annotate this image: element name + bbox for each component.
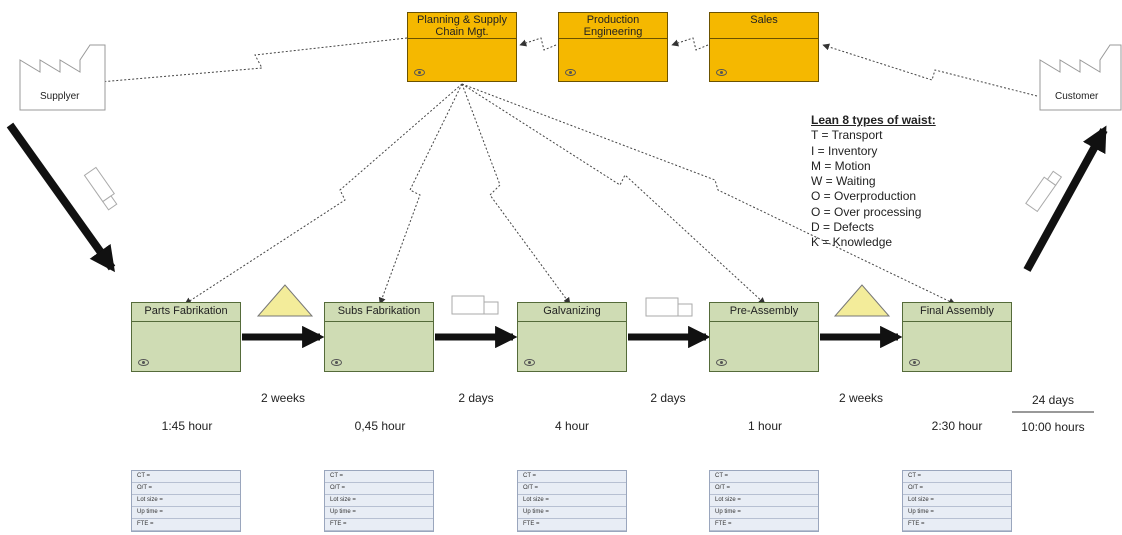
data-box-row: FTE =: [518, 519, 626, 531]
department-production-label: Production Engineering: [559, 13, 667, 39]
schedule-to-final: [461, 83, 956, 305]
data-box-row: FTE =: [710, 519, 818, 531]
process-galvanizing: Galvanizing: [517, 302, 627, 372]
data-box: CT = O/T = Lot size = Up time = FTE =: [131, 470, 241, 532]
legend-item: I = Inventory: [811, 143, 878, 158]
process-time: 4 hour: [554, 419, 590, 433]
department-production: Production Engineering: [558, 12, 668, 82]
truck-icon-1: [451, 295, 499, 315]
schedule-to-subs: [378, 83, 463, 305]
process-time: 0,45 hour: [354, 419, 406, 433]
wait-time: 2 weeks: [260, 391, 306, 405]
shipment-arrow-customer: [1023, 125, 1108, 272]
total-process-time: 10:00 hours: [1021, 420, 1085, 434]
department-planning: Planning & Supply Chain Mgt.: [407, 12, 517, 82]
eye-icon: [716, 359, 727, 366]
inventory-triangle-1: [256, 284, 314, 317]
process-time: 1 hour: [747, 419, 783, 433]
legend-item: M = Motion: [811, 158, 871, 173]
legend-item: W = Waiting: [811, 174, 876, 189]
data-box-row: Lot size =: [132, 495, 240, 507]
data-box-row: CT =: [325, 471, 433, 483]
schedule-to-galvanizing: [461, 83, 571, 305]
legend-item: T = Transport: [811, 128, 883, 143]
data-box-row: CT =: [903, 471, 1011, 483]
data-box-row: Lot size =: [518, 495, 626, 507]
process-time: 2:30 hour: [931, 419, 983, 433]
wait-time: 2 days: [458, 391, 494, 405]
process-final-assembly: Final Assembly: [902, 302, 1012, 372]
data-box-row: FTE =: [132, 519, 240, 531]
process-label: Parts Fabrikation: [132, 303, 240, 322]
data-box: CT = O/T = Lot size = Up time = FTE =: [902, 470, 1012, 532]
info-flow-customer-to-sales: [822, 43, 1038, 97]
data-box-row: O/T =: [132, 483, 240, 495]
data-box: CT = O/T = Lot size = Up time = FTE =: [324, 470, 434, 532]
data-box: CT = O/T = Lot size = Up time = FTE =: [709, 470, 819, 532]
total-lead-time: 24 days: [1031, 393, 1075, 407]
eye-icon: [909, 359, 920, 366]
eye-icon: [524, 359, 535, 366]
truck-icon-customer: [1025, 170, 1063, 213]
info-flow-planning-to-supplier: [87, 37, 408, 86]
data-box-row: O/T =: [710, 483, 818, 495]
department-sales: Sales: [709, 12, 819, 82]
eye-icon: [565, 69, 576, 76]
data-box-row: Up time =: [903, 507, 1011, 519]
data-box-row: CT =: [710, 471, 818, 483]
process-pre-assembly: Pre-Assembly: [709, 302, 819, 372]
eye-icon: [414, 69, 425, 76]
legend-item: K = Knowledge: [811, 235, 893, 250]
schedule-to-preassembly: [461, 83, 766, 305]
legend-item: O = Over processing: [811, 204, 922, 219]
data-box-row: FTE =: [325, 519, 433, 531]
data-box-row: Lot size =: [325, 495, 433, 507]
legend-item: D = Defects: [811, 220, 875, 235]
data-box-row: Up time =: [518, 507, 626, 519]
legend-title: Lean 8 types of waist:: [811, 113, 936, 127]
data-box-row: O/T =: [903, 483, 1011, 495]
process-label: Subs Fabrikation: [325, 303, 433, 322]
process-label: Pre-Assembly: [710, 303, 818, 322]
shipment-arrow-supplier: [6, 122, 116, 273]
data-box-row: Up time =: [710, 507, 818, 519]
eye-icon: [331, 359, 342, 366]
data-box: CT = O/T = Lot size = Up time = FTE =: [517, 470, 627, 532]
process-label: Final Assembly: [903, 303, 1011, 322]
inventory-triangle-2: [833, 284, 891, 317]
data-box-row: CT =: [132, 471, 240, 483]
process-label: Galvanizing: [518, 303, 626, 322]
department-planning-label: Planning & Supply Chain Mgt.: [408, 13, 516, 39]
data-box-row: Up time =: [132, 507, 240, 519]
eye-icon: [138, 359, 149, 366]
process-time: 1:45 hour: [161, 419, 213, 433]
supplier-label: Supplyer: [40, 91, 80, 102]
data-box-row: O/T =: [518, 483, 626, 495]
wait-time: 2 weeks: [838, 391, 884, 405]
customer-label: Customer: [1055, 91, 1099, 102]
department-sales-label: Sales: [710, 13, 818, 39]
truck-icon-2: [645, 297, 693, 317]
info-flow-production-to-planning: [519, 37, 557, 51]
process-subs-fabrikation: Subs Fabrikation: [324, 302, 434, 372]
truck-icon-supplier: [83, 166, 118, 211]
data-box-row: Lot size =: [903, 495, 1011, 507]
info-flow-sales-to-production: [671, 37, 709, 51]
data-box-row: CT =: [518, 471, 626, 483]
data-box-row: O/T =: [325, 483, 433, 495]
waste-legend: Lean 8 types of waist: T = Transport I =…: [811, 113, 936, 251]
wait-time: 2 days: [650, 391, 686, 405]
data-box-row: FTE =: [903, 519, 1011, 531]
data-box-row: Up time =: [325, 507, 433, 519]
process-parts-fabrikation: Parts Fabrikation: [131, 302, 241, 372]
eye-icon: [716, 69, 727, 76]
data-box-row: Lot size =: [710, 495, 818, 507]
legend-item: O = Overproduction: [811, 189, 917, 204]
customer-factory-icon: [1039, 44, 1122, 111]
schedule-to-parts: [184, 83, 463, 305]
supplier-factory-icon: [19, 44, 106, 111]
